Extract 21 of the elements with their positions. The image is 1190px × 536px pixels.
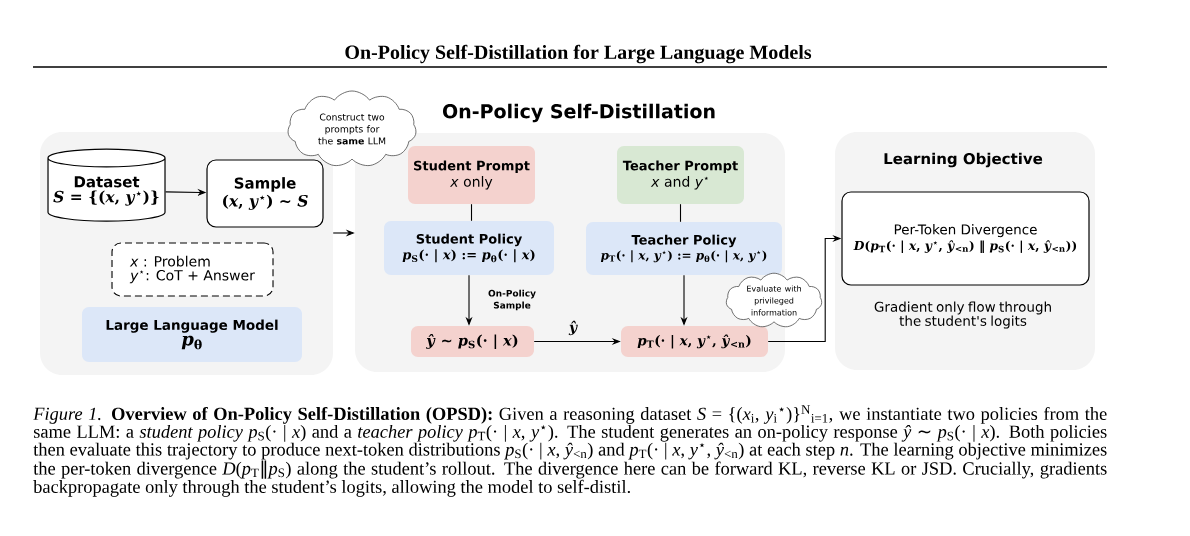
formula-box: Per-Token Divergence D(p$_{T}$(· | x, y$^{⋆}$, ŷ$_{<n}$) ‖ p$_{S}$(· | x, ŷ$_{<n}$)) [841,191,1090,286]
panel-title: On-Policy Self-Distillation [443,103,715,123]
panel-title: Learning Objective [884,152,1043,168]
policy-box: Student Policy p$_{S}$(· | x) := p$_{θ}$(· | x) [384,221,554,275]
connector-line [679,203,682,223]
distribution-box: p$_{T}$(· | x, y$^{⋆}$, ŷ$_{<n}$) [621,326,768,357]
database-cylinder: Dataset S = {(x, y$^{⋆}$)} [47,148,166,222]
prompt-box: Student Prompt x only [408,146,535,204]
connector-line [470,203,473,222]
prompt-box: Teacher Prompt x and y$^{⋆}$ [617,146,744,204]
caption: Figure 1. Overview of On-Policy Self-Distillation (OPSD): Given a reasoning dataset S = {(x$_{i}$, y$_{i}$$^{⋆}$)}$^{N}$$_{i=1}$, we instantiate two policies from the same LLM: a student policy p$_{S}$(· | x) and a teacher policy p$_{T}$(· | x, y$^{⋆}$). The student generates an on-policy response ŷ ∼ p$_{S}$(· | x). Both policies then evaluate this trajectory to produce next-token distributions p$_{S}$(· | x, ŷ$_{<n}$) and p$_{T}$(· | x, y$^{⋆}$, ŷ$_{<n}$) at each step n. The learning objective minimizes the per-token divergence D(p$_{T}$‖p$_{S}$) along the student’s rollout. The divergence here can be forward KL, reverse KL or JSD. Crucially, gradients backpropagate only through the student’s logits, allowing the model to self-distil. [33,405,1107,497]
edge-label: ŷ [568,320,578,336]
distribution-box: ŷ ∼ p$_{S}$(· | x) [411,326,534,357]
process-box: Sample (x, y$^{⋆}$) ∼ S [206,159,324,228]
running-header: On-Policy Self-Distillation for Large Language Models [345,44,812,64]
policy-box: Teacher Policy p$_{T}$(· | x, y$^{⋆}$) := p$_{θ}$(· | x, y$^{⋆}$) [586,222,782,275]
panel-note: Gradient only flow through the student's logits [874,301,1051,329]
model-box: Large Language Model p$_{θ}$ [82,307,302,362]
edge-label: On-Policy Sample [488,289,536,311]
thought-cloud: Evaluate with privileged information [725,272,823,328]
notation-box: x : Problem y$^{⋆}$: CoT + Answer [111,242,274,297]
